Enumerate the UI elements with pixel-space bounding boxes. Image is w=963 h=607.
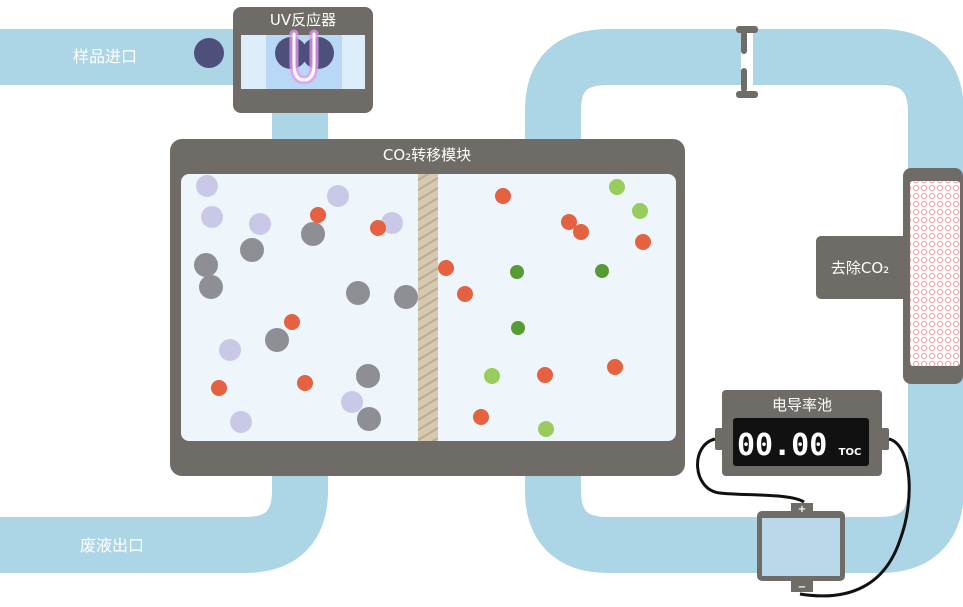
lavender-particle: [201, 206, 223, 228]
waste-outlet-label: 废液出口: [80, 536, 144, 555]
co2-transfer-module: [170, 139, 685, 476]
gray-particle: [346, 281, 370, 305]
lavender-particle: [196, 175, 218, 197]
lavender-particle: [327, 185, 349, 207]
particles-left: [194, 175, 418, 433]
lavender-particle: [381, 212, 403, 234]
gray-particle: [194, 253, 218, 277]
waste-pipe: [0, 470, 328, 573]
transfer-module-label: CO₂转移模块: [383, 146, 471, 164]
co2-removal-unit: [816, 168, 963, 384]
co2-removal-label: 去除CO₂: [831, 259, 889, 277]
gray-particle: [301, 222, 325, 246]
lavender-particle: [230, 411, 252, 433]
red-particle: [370, 220, 386, 236]
light-green-particle: [538, 421, 554, 437]
gray-particle: [240, 238, 264, 262]
lavender-particle: [249, 213, 271, 235]
uv-reactor-label: UV反应器: [270, 11, 336, 29]
display-value: 00.00: [737, 428, 827, 463]
conductivity-cell: [715, 390, 889, 476]
red-particle: [635, 234, 651, 250]
light-green-particle: [484, 368, 500, 384]
red-particle: [607, 359, 623, 375]
red-particle: [537, 367, 553, 383]
plus-terminal-icon: +: [798, 504, 806, 515]
red-particle: [438, 260, 454, 276]
gray-particle: [199, 275, 223, 299]
red-particle: [473, 409, 489, 425]
display-unit: TOC: [839, 447, 862, 458]
conductivity-cell-label: 电导率池: [772, 396, 832, 414]
sensor-wires: [696, 437, 911, 598]
minus-terminal-icon: −: [798, 582, 806, 593]
red-particle: [457, 286, 473, 302]
red-particle: [495, 188, 511, 204]
uv-reactor: [233, 7, 373, 113]
light-green-particle: [609, 179, 625, 195]
lavender-particle: [219, 339, 241, 361]
red-particle: [573, 224, 589, 240]
dark-green-particle: [595, 264, 609, 278]
sample-inlet-label: 样品进口: [73, 47, 137, 66]
red-particle: [561, 214, 577, 230]
dark-green-particle: [510, 265, 524, 279]
red-particle: [284, 314, 300, 330]
gray-particle: [265, 328, 289, 352]
red-particle: [211, 380, 227, 396]
inlet-particle: [194, 38, 224, 68]
gray-particle: [357, 407, 381, 431]
lavender-particle: [341, 391, 363, 413]
dark-green-particle: [511, 321, 525, 335]
pinch-clamp: [736, 26, 758, 98]
particles-right: [438, 179, 651, 437]
red-particle: [297, 375, 313, 391]
gray-particle: [356, 364, 380, 388]
red-particle: [310, 207, 326, 223]
filter-media: [910, 181, 960, 366]
gray-particle: [394, 285, 418, 309]
toc-display: [733, 418, 869, 466]
electrode-unit: [757, 503, 845, 592]
light-green-particle: [632, 203, 648, 219]
